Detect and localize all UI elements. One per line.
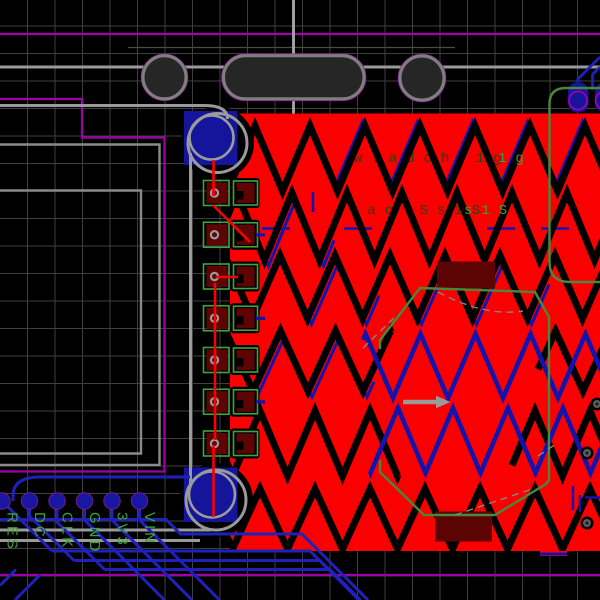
svg-text:1g: 1g <box>498 151 533 167</box>
svg-text:VIN: VIN <box>141 512 158 546</box>
svg-text:3V3: 3V3 <box>114 512 131 548</box>
svg-text:RES: RES <box>4 512 21 552</box>
svg-text:CLK: CLK <box>59 512 76 550</box>
svg-text:s1S: s1S <box>464 203 516 219</box>
svg-text:GND: GND <box>86 512 103 554</box>
svg-text:DC: DC <box>31 512 48 540</box>
